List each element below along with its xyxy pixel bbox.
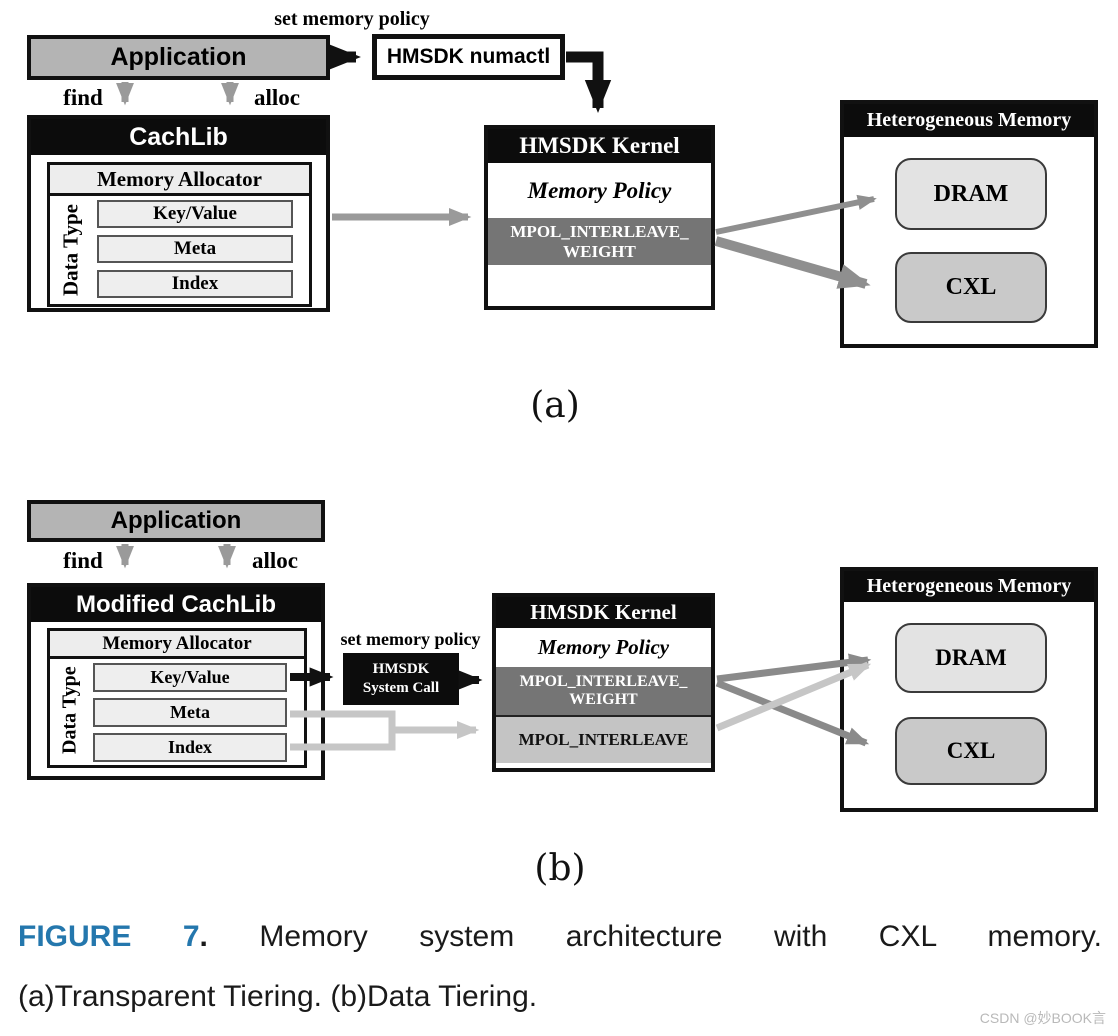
heterogeneous-memory-title-b: Heterogeneous Memory — [844, 571, 1094, 602]
find-label-a: find — [63, 85, 103, 110]
watermark: CSDN @妙BOOK言 — [979, 1010, 1106, 1026]
hmsdk-kernel-box-b: HMSDK Kernel Memory Policy MPOL_INTERLEA… — [492, 593, 715, 772]
memory-allocator-label-a: Memory Allocator — [50, 165, 309, 196]
kernel-empty-row-a — [488, 265, 711, 306]
set-memory-policy-label-b: set memory policy — [340, 629, 481, 649]
mpol-interleave-weight-row-b: MPOL_INTERLEAVE_ WEIGHT — [496, 667, 711, 717]
figure-caption-line1: FIGURE 7. Memory system architecture wit… — [18, 920, 1102, 954]
data-row-keyvalue-b: Key/Value — [93, 663, 287, 692]
dram-box-a: DRAM — [895, 158, 1047, 230]
mpol-interleave-row-b: MPOL_INTERLEAVE — [496, 717, 711, 763]
alloc-label-a: alloc — [254, 85, 300, 110]
mpol-interleave-weight-row-a: MPOL_INTERLEAVE_ WEIGHT — [488, 218, 711, 265]
application-label-a: Application — [110, 43, 247, 71]
kernel-strip-b — [496, 763, 711, 768]
cachlib-title-b: Modified CachLib — [31, 587, 321, 622]
application-box-b: Application — [27, 500, 325, 542]
cxl-box-b: CXL — [895, 717, 1047, 785]
data-row-keyvalue-a: Key/Value — [97, 200, 293, 228]
data-row-meta-b: Meta — [93, 698, 287, 727]
find-label-b: find — [63, 548, 103, 573]
panel-label-b: (b) — [534, 848, 586, 889]
cxl-box-a: CXL — [895, 252, 1047, 323]
data-row-meta-a: Meta — [97, 235, 293, 263]
cachlib-title-a: CachLib — [31, 119, 326, 155]
set-memory-policy-label-a: set memory policy — [274, 8, 430, 30]
hmsdk-syscall-box: HMSDK System Call — [343, 653, 459, 705]
numactl-label: HMSDK numactl — [386, 45, 551, 68]
figure-number-period: . — [199, 920, 208, 953]
data-row-index-a: Index — [97, 270, 293, 298]
hmsdk-kernel-box-a: HMSDK Kernel Memory Policy MPOL_INTERLEA… — [484, 125, 715, 310]
figure-caption-line2: (a)Transparent Tiering. (b)Data Tiering. — [18, 980, 538, 1013]
numactl-box: HMSDK numactl — [372, 34, 565, 80]
application-label-b: Application — [110, 507, 242, 534]
panel-label-a: (a) — [530, 385, 580, 426]
data-type-label-a: Data Type — [58, 204, 83, 296]
data-type-label-b: Data Type — [58, 666, 81, 754]
hmsdk-kernel-title-a: HMSDK Kernel — [488, 129, 711, 163]
application-box-a: Application — [27, 35, 330, 80]
memory-policy-label-b: Memory Policy — [496, 628, 711, 667]
figure-number-label: FIGURE 7 — [18, 920, 200, 953]
data-row-index-b: Index — [93, 733, 287, 762]
dram-box-b: DRAM — [895, 623, 1047, 693]
memory-allocator-label-b: Memory Allocator — [50, 631, 304, 659]
arrow-numactl-to-kernel — [566, 51, 612, 113]
alloc-label-b: alloc — [252, 548, 298, 573]
heterogeneous-memory-title-a: Heterogeneous Memory — [844, 104, 1094, 137]
hmsdk-kernel-title-b: HMSDK Kernel — [496, 597, 711, 628]
figure-caption-text: Memory system architecture with CXL memo… — [259, 920, 1102, 953]
memory-policy-label-a: Memory Policy — [488, 163, 711, 218]
